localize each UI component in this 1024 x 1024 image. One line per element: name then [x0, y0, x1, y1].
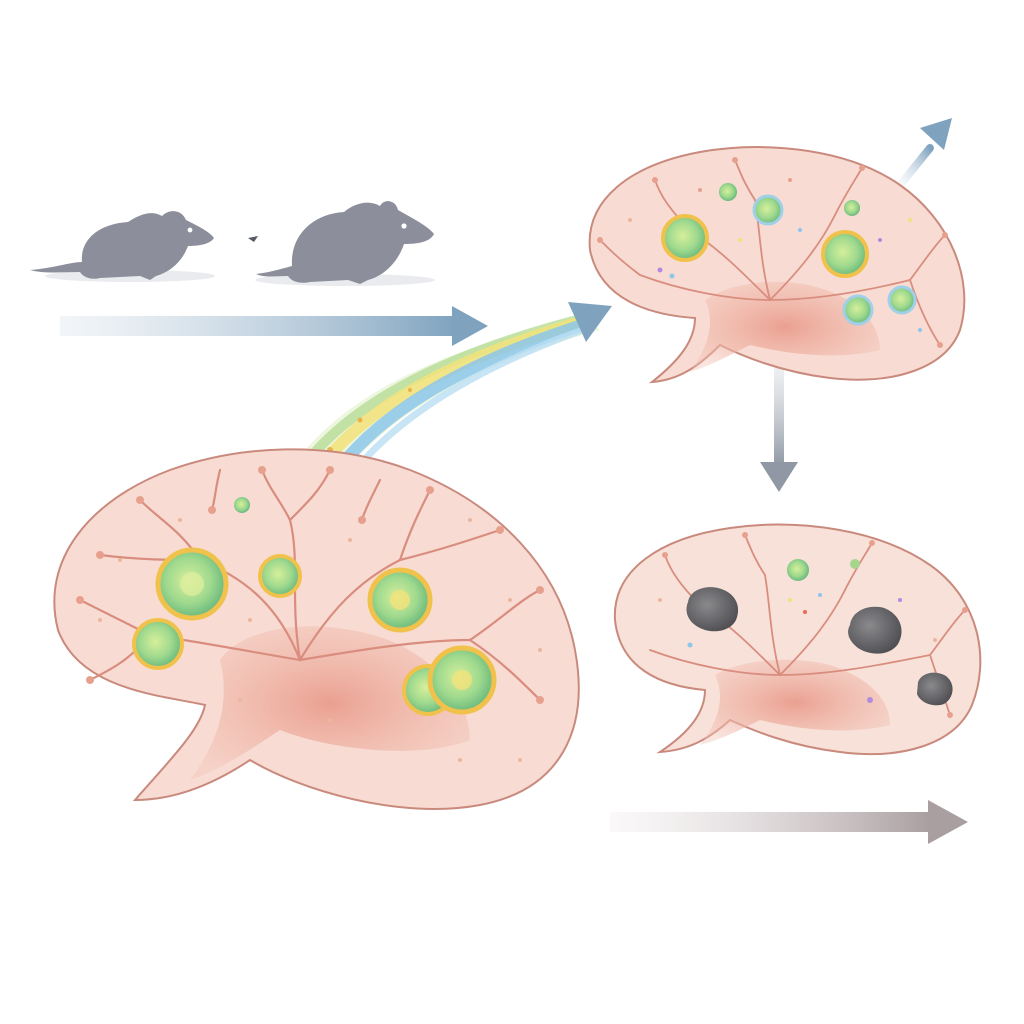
follicle: [887, 285, 917, 315]
mouse-1: [30, 211, 215, 282]
follicle: [132, 618, 184, 670]
follicle: [844, 200, 860, 216]
mouse-eye: [401, 223, 407, 229]
mouse-icon: [256, 201, 434, 284]
organ-core: [700, 659, 890, 745]
follicle-group: [686, 559, 953, 706]
degenerated-follicle: [686, 587, 739, 632]
degenerated-follicle: [917, 672, 953, 706]
arrowhead-icon: [760, 462, 798, 492]
vessel-tips: [76, 466, 544, 704]
vessel-tips: [597, 157, 948, 348]
organ-top-right: [588, 146, 966, 384]
follicle-group: [661, 183, 917, 326]
mouse-2: [255, 201, 435, 286]
organ-core: [690, 281, 880, 372]
organ-core: [190, 626, 470, 780]
follicle-group: [132, 497, 497, 716]
arrowhead-icon: [920, 118, 952, 150]
arrow-down: [760, 365, 798, 492]
arrow-top-horizontal: [60, 306, 488, 346]
follicle: [842, 294, 874, 326]
arrowhead-icon: [452, 306, 488, 346]
degenerated-follicle: [848, 606, 902, 654]
speck-icon: [248, 236, 258, 242]
arrowhead-icon: [928, 800, 968, 844]
arrow-diagonal-up-right: [896, 118, 952, 189]
arrow-bottom-horizontal: [610, 800, 968, 844]
follicle: [661, 214, 709, 262]
organ-bottom-right: [613, 523, 982, 756]
mouse-eye: [187, 227, 193, 233]
follicle: [234, 497, 250, 513]
follicle: [258, 554, 302, 598]
follicle: [752, 194, 784, 226]
tissue-specks: [628, 178, 922, 332]
follicle: [850, 559, 860, 569]
arrowhead-icon: [568, 302, 612, 342]
follicle: [719, 183, 737, 201]
organ-outline: [613, 523, 982, 756]
mouse-icon: [30, 211, 214, 280]
tissue-specks: [658, 593, 937, 703]
follicle: [821, 230, 869, 278]
tissue-specks: [98, 518, 542, 762]
organ-large: [53, 448, 580, 810]
follicle: [787, 559, 809, 581]
vessel-tips: [662, 532, 968, 718]
